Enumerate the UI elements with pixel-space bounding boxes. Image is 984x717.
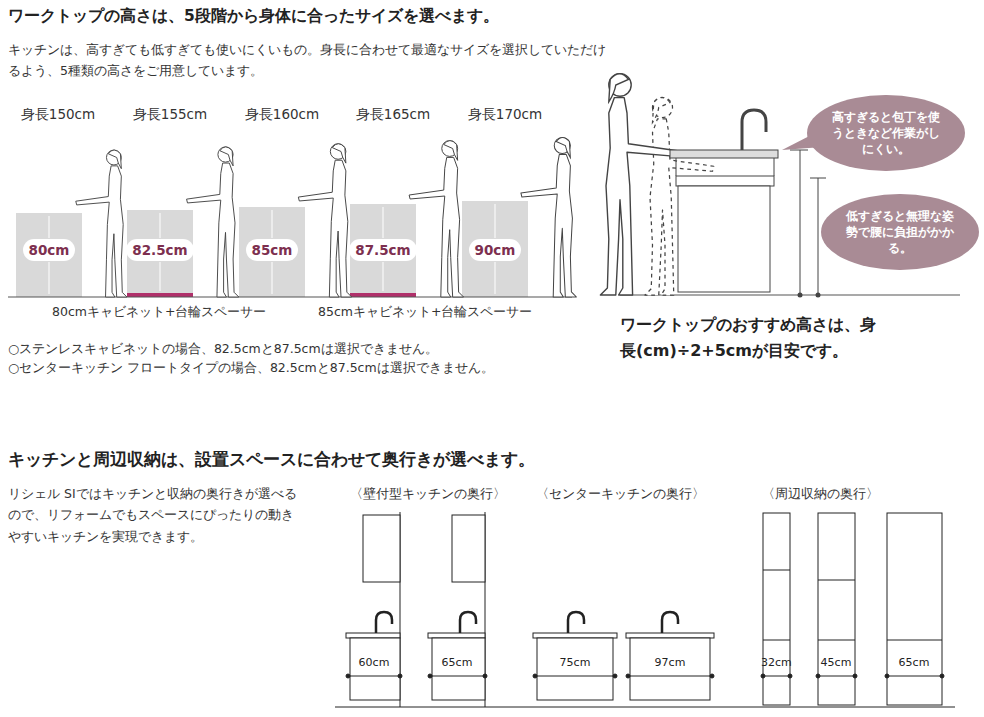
intro-text: リシェル SIではキッチンと収納の奥行きが選べるので、リフォームでもスペースにぴ… <box>8 483 300 547</box>
height-badge: 87.5cm <box>349 239 416 261</box>
height-label: 身長150cm <box>10 106 106 124</box>
heading: キッチンと周辺収納は、設置スペースに合わせて奥行きが選べます。 <box>8 449 648 470</box>
callout-bubble: 高すぎると包丁を使うときなど作業がしにくい。 <box>807 95 965 172</box>
node-text: 80cm <box>29 242 70 258</box>
dimension: 97cm <box>648 656 692 669</box>
node-text: 低すぎると無理な姿勢で腰に負担がかかる。 <box>843 208 957 257</box>
node-text: 82.5cm <box>132 242 187 258</box>
callout-bubble: 低すぎると無理な姿勢で腰に負担がかかる。 <box>821 194 979 271</box>
note: ○ステンレスキャビネットの場合、82.5cmと87.5cmは選択できません。 <box>8 341 618 357</box>
dimension: 32cm <box>761 656 791 669</box>
height-label: 身長160cm <box>234 106 330 124</box>
height-badge: 90cm <box>469 239 522 261</box>
node-text: 85cm <box>252 242 293 258</box>
group-label: 〈壁付型キッチンの奥行〉 <box>328 486 528 502</box>
cabinet-note: 85cmキャビネット+台輪スペーサー <box>318 304 558 320</box>
height-label: 身長155cm <box>122 106 218 124</box>
heading: ワークトップの高さは、5段階から身体に合ったサイズを選べます。 <box>8 6 648 27</box>
dimension: 60cm <box>352 656 396 669</box>
depth-drawings <box>335 512 955 707</box>
group-label: 〈周辺収納の奥行〉 <box>740 486 900 502</box>
intro-text: キッチンは、高すぎても低すぎても使いにくいもの。身長に合わせて最適なサイズを選択… <box>8 40 608 81</box>
height-badge: 85cm <box>246 239 299 261</box>
height-label: 身長170cm <box>457 106 553 124</box>
group-label: 〈センターキッチンの奥行〉 <box>520 486 720 502</box>
dimension-lines <box>346 674 944 678</box>
height-badge: 80cm <box>23 239 76 261</box>
people <box>76 137 577 297</box>
cabinet-note: 80cmキャビネット+台輪スペーサー <box>52 304 292 320</box>
dimension: 45cm <box>818 656 854 669</box>
height-label: 身長165cm <box>345 106 441 124</box>
height-badge: 82.5cm <box>126 239 193 261</box>
dimension: 65cm <box>892 656 936 669</box>
node-text: 90cm <box>475 242 516 258</box>
dimension: 75cm <box>553 656 597 669</box>
dimension: 65cm <box>435 656 479 669</box>
formula-text: ワークトップのおすすめ高さは、身長(cm)÷2+5cmが目安です。 <box>620 312 882 363</box>
height-cabinets <box>8 201 572 297</box>
node-text: 高すぎると包丁を使うときなど作業がしにくい。 <box>829 109 943 158</box>
node-text: 87.5cm <box>355 242 410 258</box>
note: ○センターキッチン フロートタイプの場合、82.5cmと87.5cmは選択できま… <box>8 360 618 376</box>
